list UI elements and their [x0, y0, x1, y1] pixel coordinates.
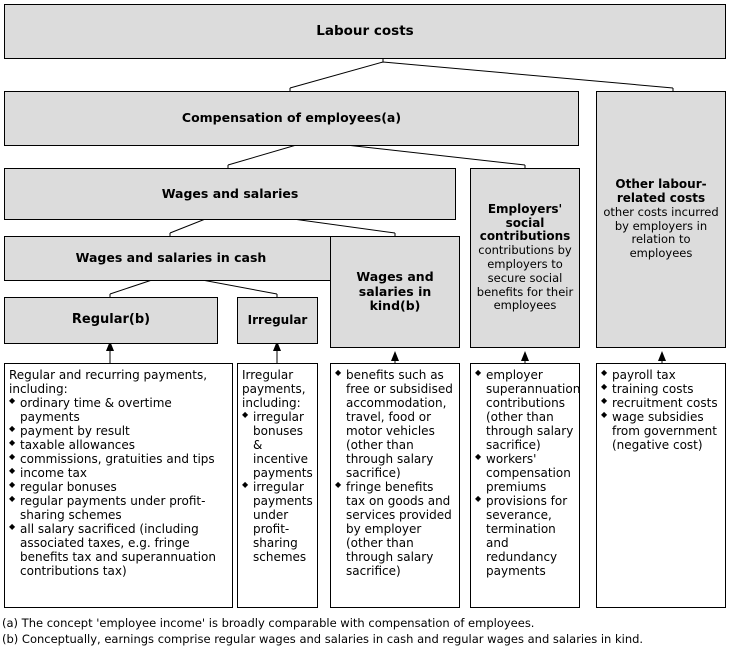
list-item: fringe benefits tax on goods and service…	[335, 479, 455, 578]
box-wages-and-salaries[interactable]: Wages and salaries	[4, 168, 456, 220]
list-item: ordinary time & overtime payments	[9, 395, 228, 424]
box-compensation-of-employees[interactable]: Compensation of employees(a)	[4, 91, 579, 146]
list-item: income tax	[9, 465, 228, 480]
box-wages-cash-label: Wages and salaries in cash	[75, 250, 267, 266]
list-item: payroll tax	[601, 367, 721, 382]
box-labour-costs[interactable]: Labour costs	[4, 4, 726, 59]
box-labour-costs-label: Labour costs	[316, 22, 414, 39]
list-item: benefits such as free or subsidised acco…	[335, 367, 455, 480]
box-compensation-label: Compensation of employees(a)	[181, 110, 402, 126]
box-employers-social-contributions[interactable]: Employers' social contributions contribu…	[470, 168, 580, 348]
box-other-costs-sub: other costs incurred by employers in rel…	[603, 204, 719, 261]
detail-box-irregular[interactable]: Irregular payments, including: irregular…	[237, 363, 318, 608]
footnotes: (a) The concept 'employee income' is bro…	[2, 616, 728, 647]
box-irregular-label: Irregular	[247, 312, 308, 327]
box-social-contributions-sub: contributions by employers to secure soc…	[476, 243, 574, 313]
box-other-costs-label: Other labour-related costs	[615, 177, 707, 205]
box-other-labour-related-costs[interactable]: Other labour-related costs other costs i…	[596, 91, 726, 348]
box-regular[interactable]: Regular(b)	[4, 297, 218, 344]
footnote-a: (a) The concept 'employee income' is bro…	[2, 616, 535, 630]
detail-box-other-costs[interactable]: payroll tax training costs recruitment c…	[596, 363, 726, 608]
list-item: commissions, gratuities and tips	[9, 451, 228, 466]
detail-lead-irregular: Irregular payments, including:	[242, 368, 306, 411]
detail-list-social-contributions: employer superannuation contributions (o…	[475, 367, 579, 578]
detail-lead-regular: Regular and recurring payments, includin…	[9, 368, 208, 397]
list-item: recruitment costs	[601, 395, 721, 410]
box-wages-kind-label: Wages and salaries in kind(b)	[356, 269, 434, 314]
list-item: training costs	[601, 381, 721, 396]
detail-list-in-kind: benefits such as free or subsidised acco…	[335, 367, 455, 578]
list-item: employer superannuation contributions (o…	[475, 367, 579, 452]
detail-box-social-contributions[interactable]: employer superannuation contributions (o…	[470, 363, 580, 608]
detail-list-irregular: irregular bonuses & incentive payments i…	[242, 409, 313, 564]
box-regular-label: Regular(b)	[71, 312, 151, 328]
detail-box-regular[interactable]: Regular and recurring payments, includin…	[4, 363, 233, 608]
list-item: irregular payments under profit-sharing …	[242, 479, 313, 564]
detail-list-other-costs: payroll tax training costs recruitment c…	[601, 367, 721, 452]
box-social-contributions-label: Employers' social contributions	[479, 201, 571, 244]
list-item: irregular bonuses & incentive payments	[242, 409, 313, 480]
list-item: wage subsidies from government (negative…	[601, 409, 721, 452]
list-item: provisions for severance, termination an…	[475, 493, 575, 578]
box-irregular[interactable]: Irregular	[237, 297, 318, 344]
detail-list-regular: ordinary time & overtime payments paymen…	[9, 395, 228, 578]
box-wages-salaries-label: Wages and salaries	[161, 185, 299, 201]
list-item: regular payments under profit-sharing sc…	[9, 493, 228, 522]
list-item: payment by result	[9, 423, 228, 438]
list-item: all salary sacrificed (including associa…	[9, 521, 228, 578]
box-wages-and-salaries-in-cash[interactable]: Wages and salaries in cash	[4, 236, 338, 281]
list-item: taxable allowances	[9, 437, 228, 452]
detail-box-in-kind[interactable]: benefits such as free or subsidised acco…	[330, 363, 460, 608]
list-item: regular bonuses	[9, 479, 228, 494]
footnote-b: (b) Conceptually, earnings comprise regu…	[2, 631, 644, 646]
box-wages-and-salaries-in-kind[interactable]: Wages and salaries in kind(b)	[330, 236, 460, 348]
list-item: workers' compensation premiums	[475, 451, 575, 494]
